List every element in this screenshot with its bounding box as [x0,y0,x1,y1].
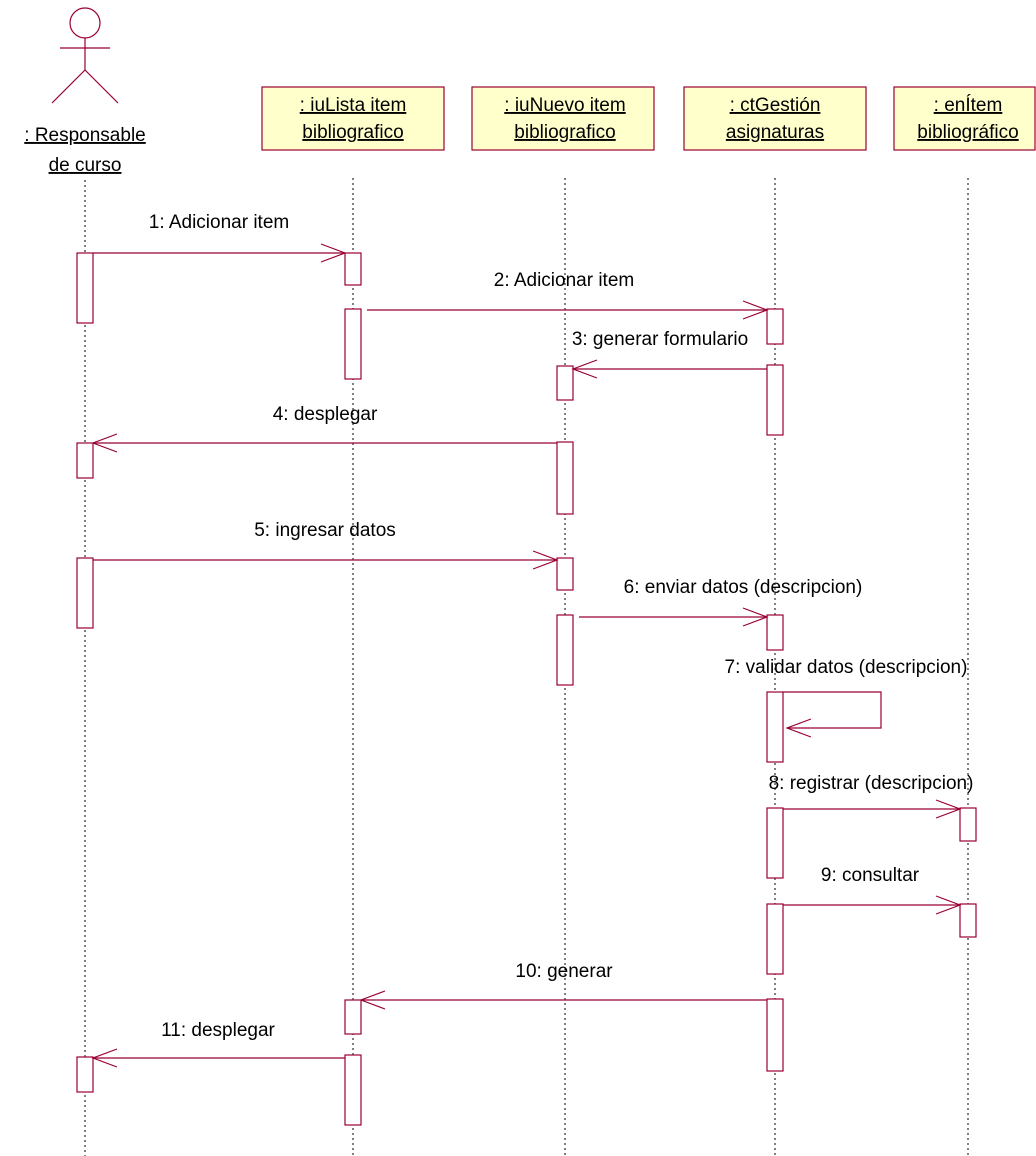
actor-figure [51,7,119,104]
object-ctgestion-line2: asignaturas [726,122,824,143]
object-enitem-line1: : enÍtem [934,95,1003,116]
object-iulista-line2: bibliografico [302,122,403,143]
message-10[interactable] [359,990,767,1010]
activation-actor-3 [76,557,94,629]
activation-iunuevo-2 [556,441,574,515]
object-iulista-line1: : iuLista item [300,95,407,116]
message-label-9: 9: consultar [821,865,920,886]
message-8[interactable] [783,799,962,819]
message-4[interactable] [91,433,557,453]
activation-ctgestion-3 [766,614,784,651]
actor-name-line2: de curso [49,155,122,176]
message-label-11: 11: desplegar [161,1020,275,1041]
activation-iulista-2 [344,308,362,380]
object-enitem[interactable]: : enÍtem bibliográfico [893,86,1036,151]
message-label-10: 10: generar [515,961,613,982]
activation-actor-1 [76,252,94,324]
message-6[interactable] [579,607,769,627]
object-ctgestion-line1: : ctGestión [730,95,821,116]
message-3[interactable] [571,359,767,379]
message-11[interactable] [91,1048,345,1068]
object-enitem-line2: bibliográfico [917,122,1018,143]
activation-enitem-1 [959,807,977,842]
activation-ctgestion-1 [766,308,784,345]
message-7-self[interactable] [783,691,882,738]
message-2[interactable] [367,300,769,320]
activation-ctgestion-4 [766,691,784,763]
activation-ctgestion-6 [766,903,784,975]
activation-actor-4 [76,1056,94,1093]
object-ctgestion[interactable]: : ctGestión asignaturas [683,86,867,151]
message-5[interactable] [93,550,559,570]
activation-iunuevo-4 [556,614,574,686]
object-iunuevo-line1: : iuNuevo item [504,95,625,116]
activation-enitem-2 [959,903,977,938]
actor-name-line1: : Responsable [24,125,145,146]
activation-iunuevo-1 [556,365,574,401]
object-iulista[interactable]: : iuLista item bibliografico [261,86,445,151]
message-label-8: 8: registrar (descripcion) [769,773,974,794]
activation-ctgestion-7 [766,998,784,1072]
message-label-7: 7: validar datos (descripcion) [725,657,968,678]
message-label-4: 4: desplegar [273,404,378,425]
message-1[interactable] [93,243,347,263]
activation-actor-2 [76,442,94,479]
message-label-6: 6: enviar datos (descripcion) [624,577,863,598]
object-iunuevo-line2: bibliografico [514,122,615,143]
message-9[interactable] [783,895,962,915]
activation-iulista-1 [344,252,362,286]
activation-ctgestion-5 [766,807,784,879]
activation-iulista-4 [344,1054,362,1126]
message-label-1: 1: Adicionar item [149,212,289,233]
activation-iunuevo-3 [556,557,574,591]
activation-ctgestion-2 [766,364,784,436]
message-label-3: 3: generar formulario [572,329,748,350]
message-label-2: 2: Adicionar item [494,270,634,291]
activation-iulista-3 [344,999,362,1035]
object-iunuevo[interactable]: : iuNuevo item bibliografico [471,86,655,151]
message-label-5: 5: ingresar datos [254,520,396,541]
